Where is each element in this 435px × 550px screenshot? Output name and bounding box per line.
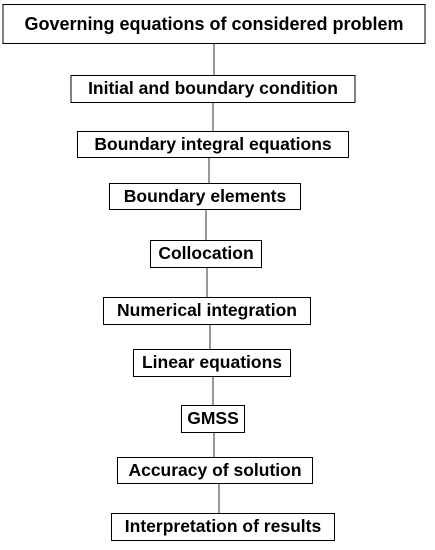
step-interpretation-of-results: Interpretation of results <box>111 513 335 541</box>
step-collocation: Collocation <box>150 240 262 268</box>
connector-8 <box>213 433 215 457</box>
connector-7 <box>212 377 213 405</box>
connector-6 <box>209 325 210 349</box>
connector-3 <box>208 158 210 183</box>
step-accuracy-of-solution: Accuracy of solution <box>117 457 313 484</box>
connector-2 <box>212 103 214 131</box>
step-numerical-integration: Numerical integration <box>103 297 311 325</box>
step-governing-equations: Governing equations of considered proble… <box>2 4 426 44</box>
connector-1 <box>213 44 214 75</box>
step-gmss: GMSS <box>181 405 245 433</box>
connector-9 <box>218 484 220 513</box>
step-boundary-integral-equations: Boundary integral equations <box>77 131 349 158</box>
step-initial-boundary-condition: Initial and boundary condition <box>70 75 356 103</box>
step-linear-equations: Linear equations <box>133 349 291 377</box>
connector-5 <box>206 268 207 297</box>
connector-4 <box>205 210 206 240</box>
step-boundary-elements: Boundary elements <box>109 183 301 210</box>
